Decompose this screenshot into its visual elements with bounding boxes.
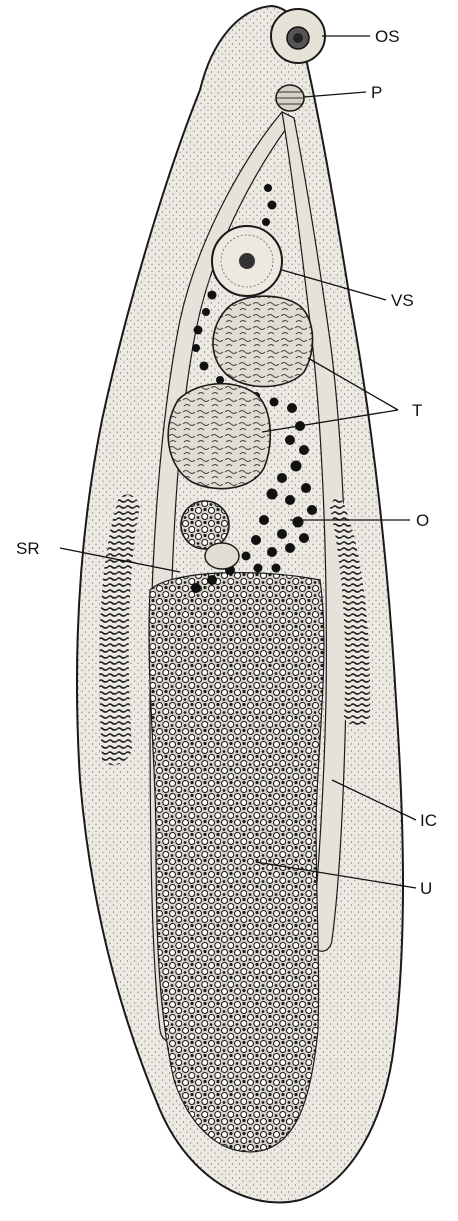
label-t: T [412, 401, 422, 420]
testis-posterior [168, 384, 270, 489]
label-o: O [416, 511, 429, 530]
label-ic: IC [420, 811, 437, 830]
seminal-receptacle [181, 501, 229, 549]
label-sr: SR [16, 539, 40, 558]
uterus [149, 573, 324, 1152]
label-p: P [371, 83, 382, 102]
testis-anterior [213, 296, 313, 386]
label-u: U [420, 879, 432, 898]
ovary [205, 543, 239, 569]
label-os: OS [375, 27, 400, 46]
label-vs: VS [391, 291, 414, 310]
